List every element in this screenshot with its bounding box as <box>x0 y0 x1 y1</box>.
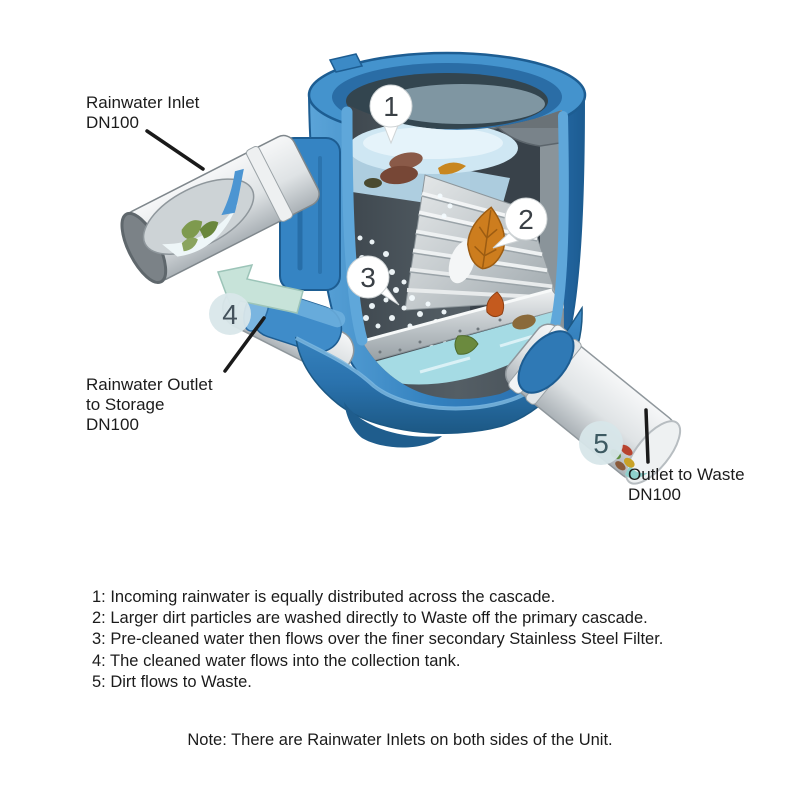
callout-2-number: 2 <box>518 204 534 235</box>
leaf-icon <box>364 178 382 188</box>
leaf-icon <box>454 335 479 355</box>
callout-4-number: 4 <box>222 299 238 330</box>
storage-label: Rainwater Outlet to Storage DN100 <box>86 375 213 435</box>
waste-leader-line <box>644 408 650 464</box>
storage-outlet <box>216 263 355 375</box>
inlet-label-line1: Rainwater Inlet <box>86 93 200 112</box>
step-legend: 1: Incoming rainwater is equally distrib… <box>92 587 663 693</box>
step-4: 4: The cleaned water flows into the coll… <box>92 651 461 670</box>
leader-lines <box>145 129 650 464</box>
callout-2: 2 <box>492 197 548 249</box>
water-stream <box>221 168 244 216</box>
step-1: 1: Incoming rainwater is equally distrib… <box>92 588 556 606</box>
clean-water <box>348 310 560 385</box>
step-2: 2: Larger dirt particles are washed dire… <box>92 609 648 628</box>
waste-label: Outlet to Waste DN100 <box>628 465 745 505</box>
step-3: 3: Pre-cleaned water then flows over the… <box>92 630 664 649</box>
callout-3-number: 3 <box>360 262 376 293</box>
step-5: 5: Dirt flows to Waste. <box>92 672 252 691</box>
storage-leader-line <box>223 316 266 373</box>
callout-bubbles: 1 2 3 4 5 <box>209 84 623 465</box>
leaf-icon <box>512 314 536 330</box>
waste-label-line2: DN100 <box>628 485 681 504</box>
inlet-label-line2: DN100 <box>86 113 139 132</box>
callout-5: 5 <box>579 421 623 465</box>
waste-outlet-pipe <box>504 323 682 485</box>
callout-5-number: 5 <box>593 428 609 459</box>
callout-3: 3 <box>346 255 400 306</box>
cut-edge-right <box>549 111 569 335</box>
callout-4: 4 <box>209 293 251 335</box>
callout-1-number: 1 <box>383 91 399 122</box>
leaf-icon <box>438 162 466 175</box>
leaf-icon <box>389 152 423 170</box>
cut-edge-left <box>341 106 368 346</box>
inlet-label: Rainwater Inlet DN100 <box>86 93 199 133</box>
storage-label-line3: DN100 <box>86 415 139 434</box>
waste-pipe-collar <box>517 330 575 394</box>
inlet-leader-line <box>145 129 205 171</box>
waste-label-line1: Outlet to Waste <box>628 465 745 484</box>
leaf-icon <box>181 220 219 252</box>
rainwater-inlet-pipe <box>120 134 320 284</box>
footnote: Note: There are Rainwater Inlets on both… <box>187 731 613 749</box>
storage-label-line2: to Storage <box>86 395 165 414</box>
rim-tab <box>328 53 364 73</box>
storage-label-line1: Rainwater Outlet <box>86 375 213 394</box>
waste-water <box>624 464 649 479</box>
leaf-icon <box>486 291 505 318</box>
leaf-icon <box>380 165 418 185</box>
callout-1: 1 <box>369 84 413 145</box>
